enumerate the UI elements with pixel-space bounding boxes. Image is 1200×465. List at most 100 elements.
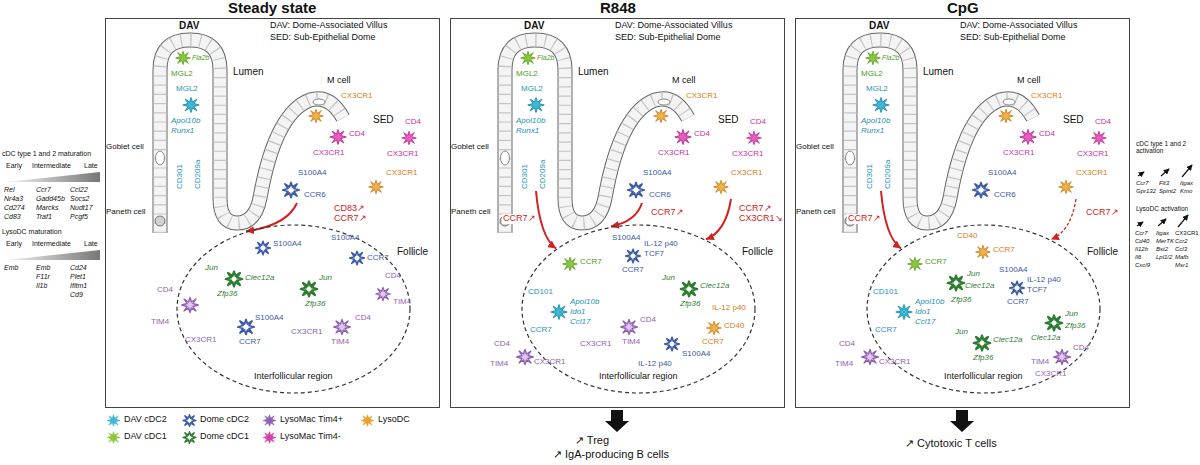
legend-text: DAV cDC1 bbox=[124, 432, 167, 442]
label-text: IL-12 p40 bbox=[712, 304, 746, 313]
edge-label: CD83↗ CCR7↗ bbox=[333, 204, 368, 224]
label-text: Jun bbox=[1065, 310, 1078, 319]
label-text: TIM4 bbox=[331, 338, 349, 347]
label-text: TIM4 bbox=[1031, 358, 1049, 367]
label-text: Goblet cell bbox=[796, 143, 834, 152]
label-text: M cell bbox=[327, 76, 351, 86]
gene-label: CCR6 bbox=[649, 191, 671, 200]
gene-label: Runx1 bbox=[171, 127, 194, 136]
label-text: Zfp36 bbox=[951, 296, 971, 305]
label-text: Rel bbox=[4, 186, 15, 194]
label-text: Cd40 bbox=[1135, 238, 1149, 245]
cell-shape bbox=[183, 98, 200, 113]
label-text: TIM4 bbox=[622, 338, 640, 347]
migration-arrow bbox=[611, 203, 642, 226]
label-text: Intermediate bbox=[32, 162, 71, 170]
maturation-wedge bbox=[6, 250, 100, 260]
gene-label: CX3CR1 bbox=[731, 169, 763, 178]
gene-label: MGL2 bbox=[866, 85, 888, 94]
cell-shape bbox=[1059, 180, 1074, 193]
dome-cdc2-cell: S100A4CCR6 bbox=[972, 169, 1022, 203]
label-text: Jun bbox=[955, 328, 968, 337]
label-text: CCR7 bbox=[367, 254, 389, 263]
legend-text: DAV cDC2 bbox=[124, 415, 167, 425]
label-text: CD4 bbox=[349, 130, 365, 139]
gene-label: CD209a bbox=[539, 160, 548, 189]
legend-swatch bbox=[182, 413, 197, 428]
label-text: Ido1 bbox=[915, 308, 931, 317]
label-text: Paneth cell bbox=[451, 208, 491, 217]
label-text: S100A4 bbox=[612, 234, 640, 243]
label-text: Clec12a bbox=[245, 274, 274, 283]
gene-label: S100A4 bbox=[298, 169, 326, 178]
label-text: Flt3 bbox=[1159, 180, 1169, 187]
label-text: CCR7 bbox=[622, 266, 644, 275]
label-text: CD4 bbox=[694, 130, 710, 139]
label-text: MGL2 bbox=[516, 70, 538, 79]
label-text: CX3CR1 bbox=[580, 340, 612, 349]
label-text: CX3CR1 bbox=[1077, 150, 1109, 159]
label-text: MGL2 bbox=[861, 70, 883, 79]
label-text: Mafb bbox=[1175, 254, 1188, 261]
legend-cell bbox=[263, 415, 276, 427]
gene-label: S100A4 bbox=[988, 169, 1016, 178]
gene-label: MGL2 bbox=[521, 85, 543, 94]
edge-label: CCR7↗ bbox=[650, 208, 685, 218]
label-text: Zfp36 bbox=[973, 354, 993, 363]
lysodc-cell: CX3CR1 bbox=[368, 165, 428, 199]
label-text: CD40 bbox=[957, 232, 977, 241]
label-text: CX3CR1 bbox=[534, 358, 566, 367]
label-text: SED bbox=[718, 114, 739, 125]
legend-swatch bbox=[182, 430, 197, 445]
label-text: MerTK bbox=[1156, 238, 1174, 245]
activation-arrows bbox=[1137, 165, 1192, 227]
label-text: cDC type 1 and 2 activation bbox=[1136, 140, 1198, 154]
label-text: DAV: Dome-Associated Villus bbox=[960, 21, 1077, 31]
label-text: CX3CR1 bbox=[341, 92, 373, 101]
gene-label: CD301 bbox=[521, 164, 530, 189]
gene-label: CD209a bbox=[884, 160, 893, 189]
edge-label: CCR7↗ bbox=[1085, 208, 1120, 218]
legend-cell bbox=[183, 432, 196, 444]
label-text: CX3CR1 bbox=[291, 328, 323, 337]
dashed-ellipse bbox=[177, 225, 410, 393]
label-text: Jun bbox=[662, 274, 675, 283]
cell-shape bbox=[369, 180, 384, 193]
label-text: Zfp36 bbox=[305, 300, 325, 309]
dashed-ellipse bbox=[522, 225, 755, 393]
label-text: Cd274 bbox=[4, 204, 25, 212]
label-text: Cd24 bbox=[70, 264, 87, 272]
label-text: S100A4 bbox=[255, 314, 283, 323]
label-text: CCR7 bbox=[925, 258, 947, 267]
label-text: Cxcl9 bbox=[1135, 262, 1150, 269]
label-text: Ccr2 bbox=[1175, 238, 1188, 245]
label-text: CD4 bbox=[839, 340, 855, 349]
cell-shape bbox=[973, 183, 990, 198]
label-text: Clec12a bbox=[993, 336, 1022, 345]
label-text: LysoDC maturation bbox=[2, 228, 62, 236]
label-text: Jun bbox=[319, 274, 332, 283]
label-text: DAV: Dome-Associated Villus bbox=[270, 21, 387, 31]
label-text: CD101 bbox=[528, 288, 553, 297]
label-text: CCR7 bbox=[239, 338, 261, 347]
maturation-wedge bbox=[6, 172, 100, 182]
cell-glyph bbox=[872, 96, 890, 114]
label-text: ↗ Cytotoxic T cells bbox=[905, 437, 997, 449]
legend-cell bbox=[107, 415, 120, 427]
label-text: Ccr7 bbox=[1135, 230, 1148, 237]
legend-cell bbox=[107, 432, 120, 444]
label-text: CX3CR1 bbox=[1031, 92, 1063, 101]
cell-glyph bbox=[627, 181, 645, 199]
gene-label: CX3CR1 bbox=[386, 169, 418, 178]
cell-shape bbox=[528, 98, 545, 113]
migration-arrow bbox=[536, 191, 556, 248]
dav-cdc2-cell: MGL2Apol10bRunx1CD301CD209a bbox=[858, 85, 904, 191]
label-text: TIM4 bbox=[490, 360, 508, 369]
dav-cdc2-cell: MGL2Apol10bRunx1CD301CD209a bbox=[513, 85, 559, 191]
label-text: Clec12a bbox=[1031, 334, 1060, 343]
label-text: Apol10b bbox=[570, 298, 599, 307]
label-text: Traf1 bbox=[36, 213, 52, 221]
r848-cells bbox=[517, 249, 722, 364]
label-text: DAV: Dome-Associated Villus bbox=[615, 21, 732, 31]
legend-swatch bbox=[106, 430, 121, 445]
